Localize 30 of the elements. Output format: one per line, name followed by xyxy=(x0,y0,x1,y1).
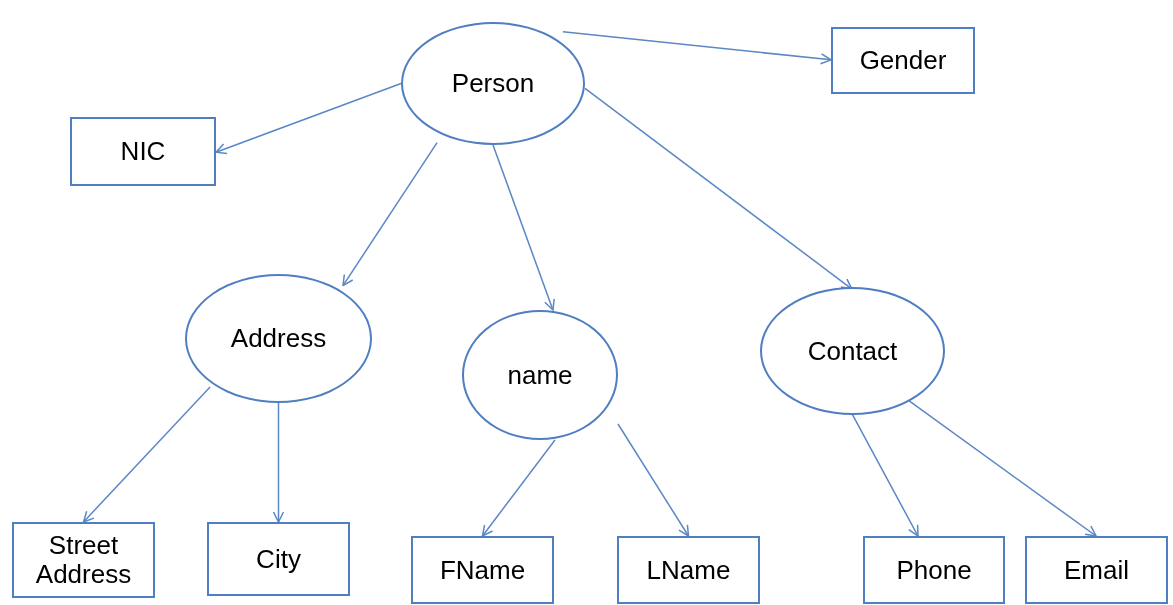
attribute-box xyxy=(70,117,216,186)
node-label: Person xyxy=(450,69,536,98)
node-label: Street Address xyxy=(34,531,133,589)
node-label: NIC xyxy=(119,137,167,166)
attribute-box xyxy=(207,522,350,596)
attribute-box xyxy=(1025,536,1168,604)
node-label: Email xyxy=(1063,555,1130,585)
attribute-box xyxy=(12,522,155,598)
attribute-box xyxy=(617,536,760,604)
node-label: name xyxy=(506,360,574,390)
arrow xyxy=(272,402,285,523)
arrow xyxy=(492,144,555,311)
arrow xyxy=(342,141,438,287)
node-label: Phone xyxy=(895,555,973,585)
node-label: Address xyxy=(229,324,328,353)
attribute-box xyxy=(863,536,1005,604)
node-label: Gender xyxy=(858,46,948,75)
node-label: LName xyxy=(645,555,732,585)
node-label: Contact xyxy=(806,336,899,366)
attribute-box xyxy=(411,536,554,604)
node-label: City xyxy=(255,544,302,574)
node-label: FName xyxy=(438,555,527,585)
arrow xyxy=(584,87,853,290)
arrow xyxy=(562,31,832,65)
arrow xyxy=(851,412,919,537)
arrow xyxy=(82,386,211,523)
attribute-box xyxy=(831,27,975,94)
arrow xyxy=(481,439,556,537)
arrow xyxy=(617,423,690,537)
arrow xyxy=(215,82,402,155)
